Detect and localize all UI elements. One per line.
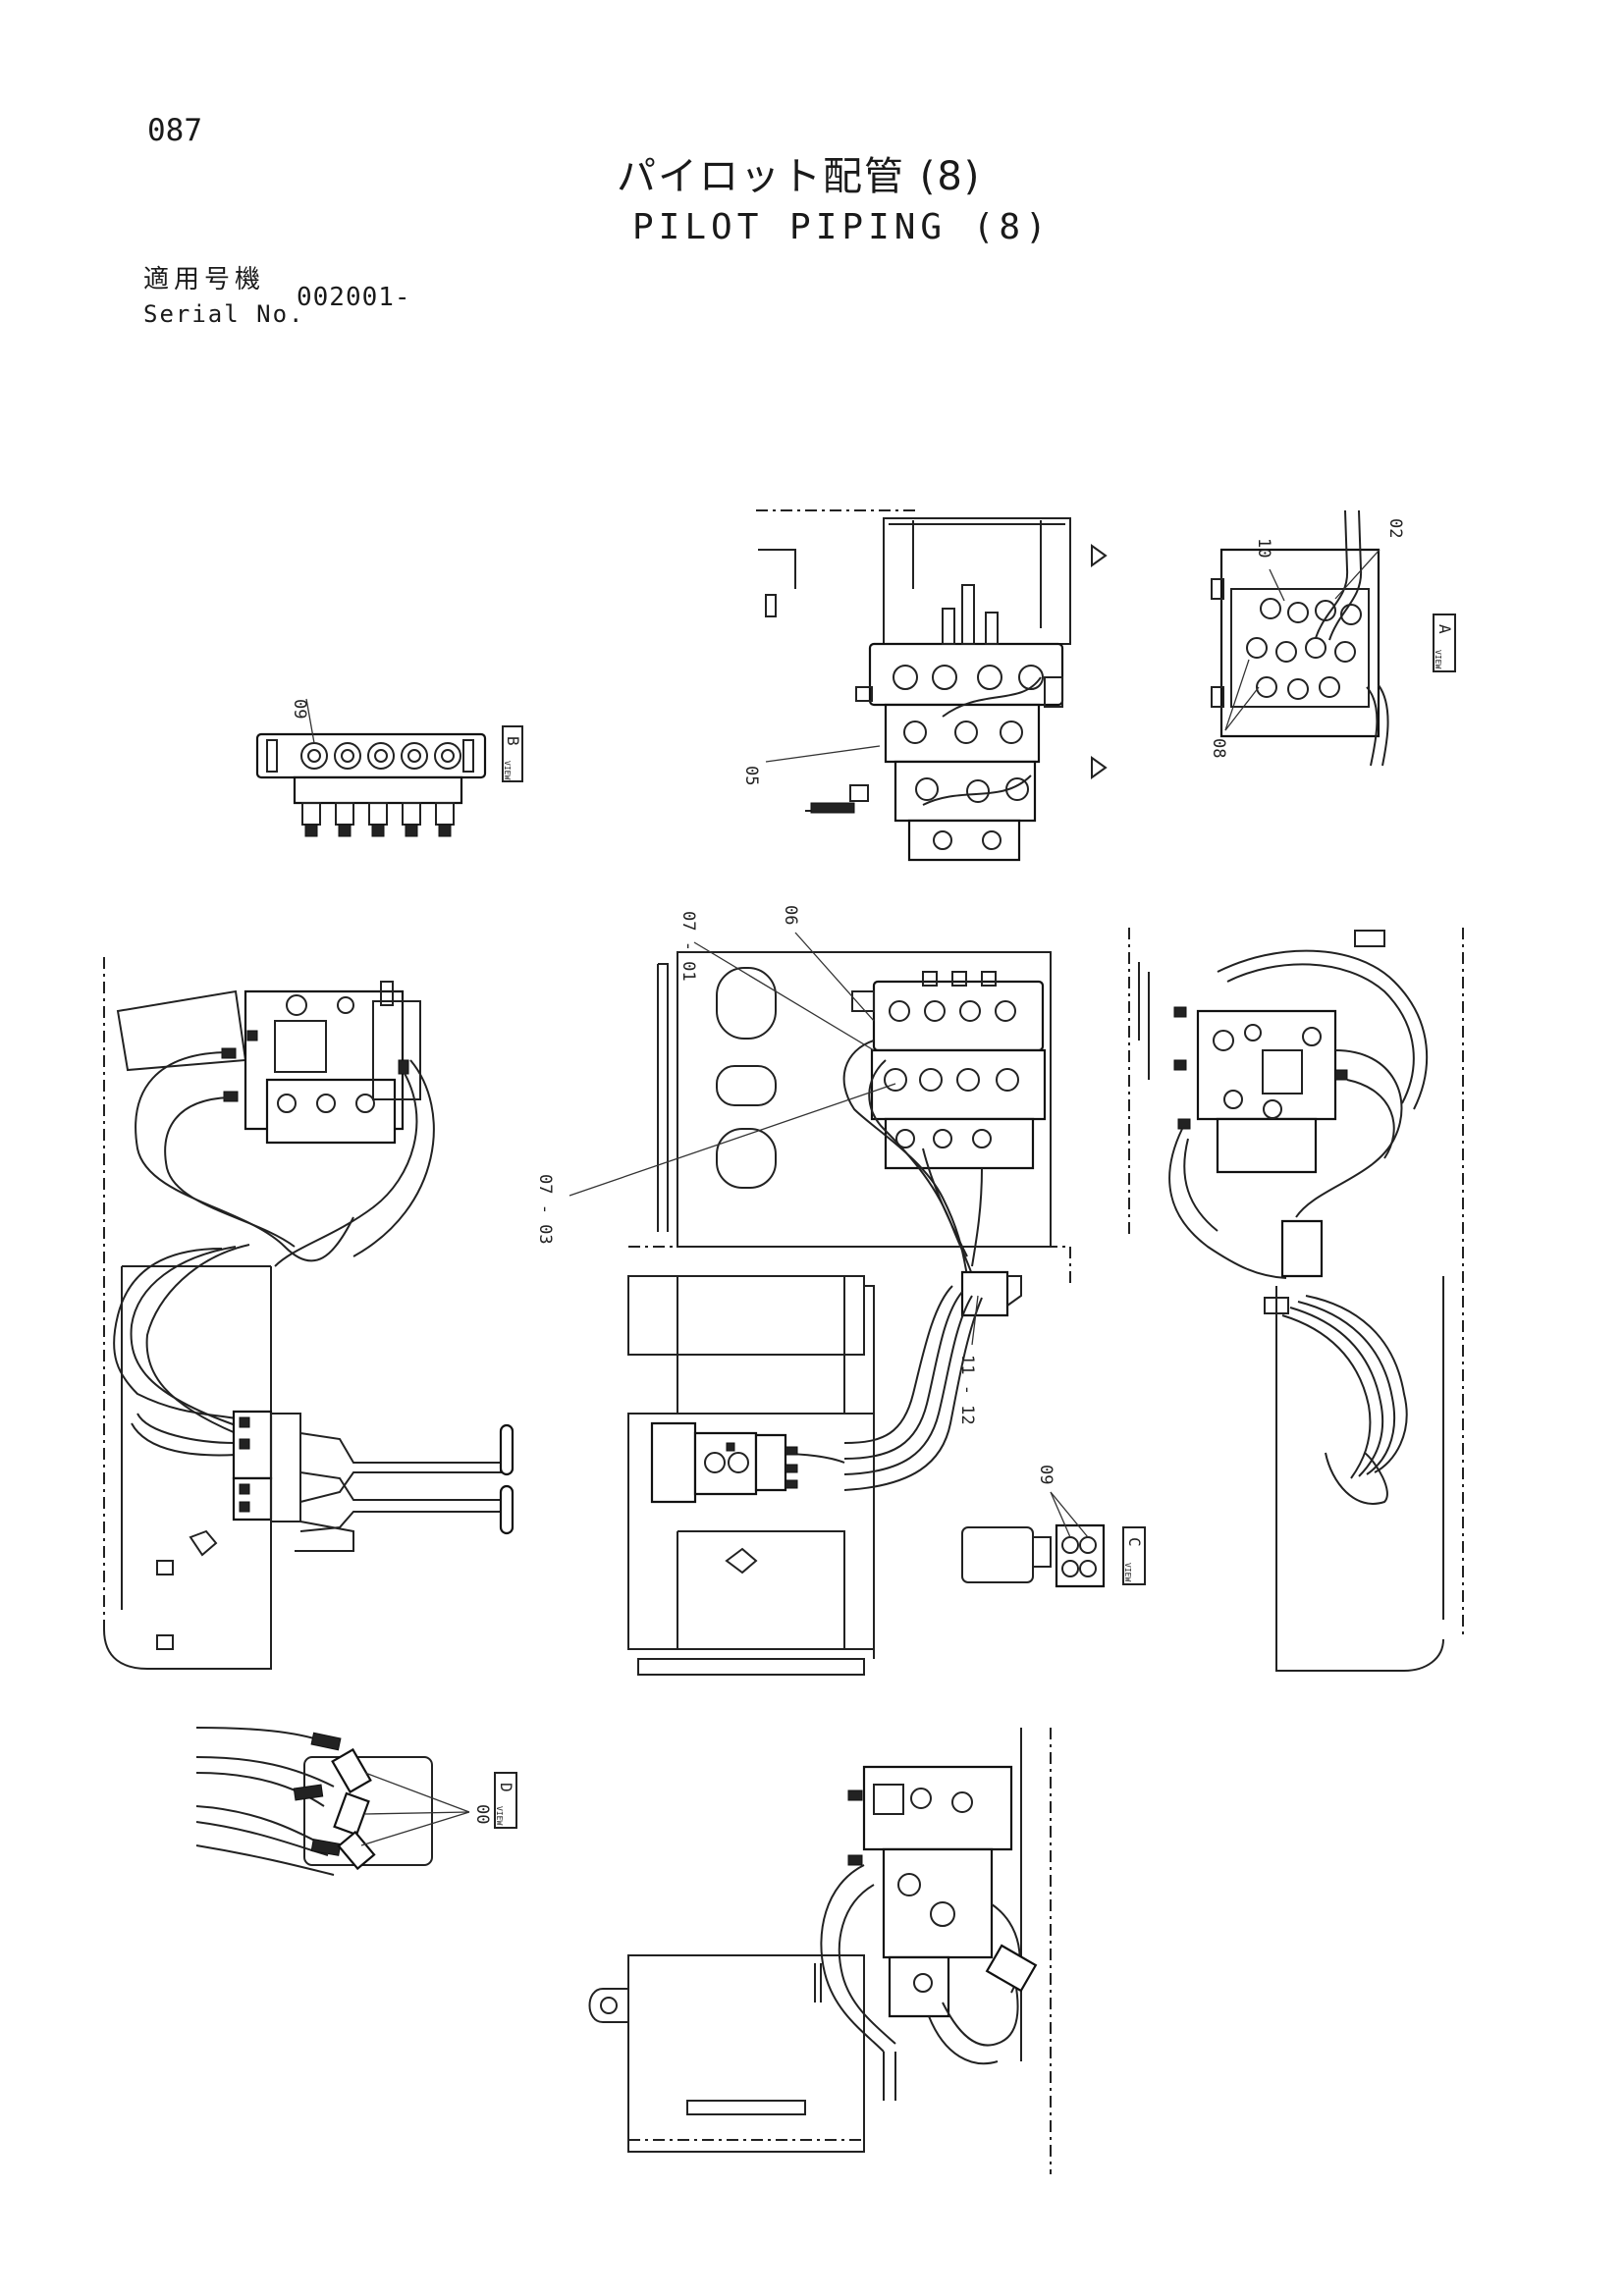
view-b-valve-block: 09 B VIEW [257, 699, 522, 836]
view-d-label: D [497, 1783, 515, 1792]
view-a-caption: VIEW [1434, 650, 1442, 668]
callout-10: 10 [1254, 538, 1273, 558]
callout-08: 08 [1209, 738, 1228, 758]
callout-06: 06 [781, 905, 800, 925]
serial-label-japanese: 適用号機 [143, 265, 266, 294]
callout-00: 00 [472, 1804, 492, 1824]
view-d-caption: VIEW [495, 1806, 504, 1825]
page-title-english: PILOT PIPING (8) [632, 207, 1052, 247]
view-c-valve: 09 C VIEW [962, 1465, 1145, 1586]
view-c-label: C [1125, 1537, 1144, 1547]
page-number: 087 [147, 113, 202, 148]
view-b-caption: VIEW [503, 761, 512, 779]
bottom-valve-side-view [590, 1728, 1052, 2174]
control-valve-side-view: 05 [741, 510, 1106, 860]
callout-02: 02 [1385, 518, 1405, 538]
view-d-hose-fittings: 00 D VIEW [196, 1728, 516, 1875]
view-a-valve-top: 10 02 08 A VIEW [1209, 510, 1455, 766]
right-side-view-frame [1129, 928, 1463, 1671]
serial-label-english: Serial No. [143, 300, 305, 328]
view-b-label: B [504, 736, 522, 746]
view-a-label: A [1435, 624, 1454, 634]
view-c-caption: VIEW [1123, 1563, 1132, 1581]
center-main-top-view: 07 - 01 06 07 - 03 11 - 12 [535, 905, 1070, 1675]
serial-number-value: 002001- [297, 283, 411, 312]
page-title-japanese: パイロット配管 (8) [617, 154, 982, 199]
left-side-view-frame [104, 957, 513, 1669]
callout-09-view-c: 09 [1036, 1465, 1056, 1484]
callout-05: 05 [741, 766, 761, 785]
callout-07-01: 07 - 01 [678, 911, 698, 982]
callout-09-view-b: 09 [290, 699, 309, 719]
callout-11-12: 11 - 12 [957, 1355, 977, 1425]
callout-07-03: 07 - 03 [535, 1174, 555, 1245]
